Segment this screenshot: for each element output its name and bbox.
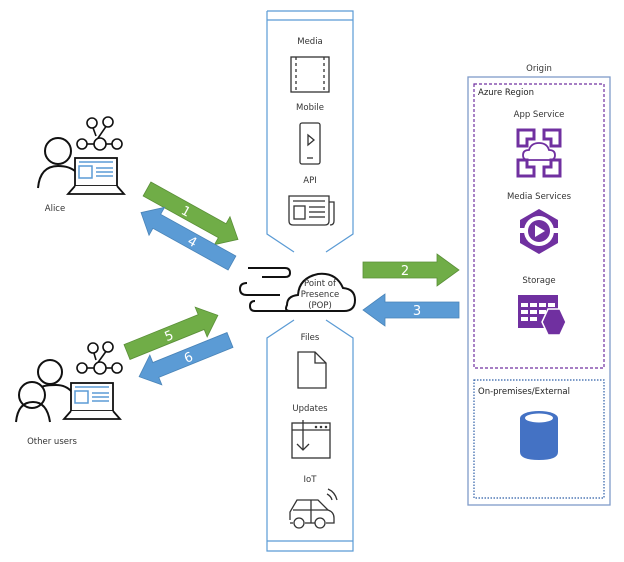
media-services-label: Media Services [507,192,572,202]
media-services-icon [518,209,560,254]
alice-network-icon [76,116,123,151]
other-users-people-icon [15,359,73,423]
arrow-step-6: 6 [138,332,234,386]
alice-laptop-icon [66,157,126,195]
arrow-step-1: 1 [142,181,239,246]
origin-frame [467,76,611,506]
film-strip-icon [290,56,330,93]
arrow-step-5: 5 [123,306,219,360]
other-users-laptop-icon [62,382,122,420]
app-service-icon [516,128,562,178]
pop-cloud-icon [238,267,357,312]
mobile-phone-icon [299,122,321,165]
pop-title-line2: Presence [301,290,339,300]
on-premises-frame [473,379,605,499]
database-icon [520,411,558,460]
storage-icon [518,295,567,336]
alice-person-icon [37,137,77,189]
pop-item-files-label: Files [301,333,320,343]
origin-title: Origin [526,64,552,74]
pop-item-mobile-label: Mobile [296,103,324,113]
pop-item-iot-label: IoT [304,475,318,485]
newspaper-icon [288,195,335,226]
file-icon [297,351,327,389]
pop-title-line1: Point of [304,279,337,289]
on-premises-title: On-premises/External [478,387,570,397]
arrow-step-2-label: 2 [401,264,409,279]
azure-region-frame [473,83,605,369]
arrow-step-3: 3 [362,293,460,327]
pop-item-media-label: Media [297,37,323,47]
arrow-step-3-label: 3 [413,304,421,319]
download-window-icon [291,420,331,459]
app-service-label: App Service [514,110,565,120]
connected-car-icon [289,488,338,529]
arrow-step-4: 4 [140,206,237,271]
arrow-step-2: 2 [362,253,460,287]
pop-column-frame [266,10,354,552]
storage-label: Storage [522,276,555,286]
alice-label: Alice [45,204,65,214]
other-users-group: Other users [15,341,123,447]
pop-title-line3: (POP) [308,301,332,311]
other-users-label: Other users [27,437,77,447]
pop-item-api-label: API [303,176,316,186]
azure-region-title: Azure Region [478,88,534,98]
other-users-network-icon [76,341,123,375]
alice-user-group: Alice [37,116,126,214]
pop-item-updates-label: Updates [292,404,328,414]
